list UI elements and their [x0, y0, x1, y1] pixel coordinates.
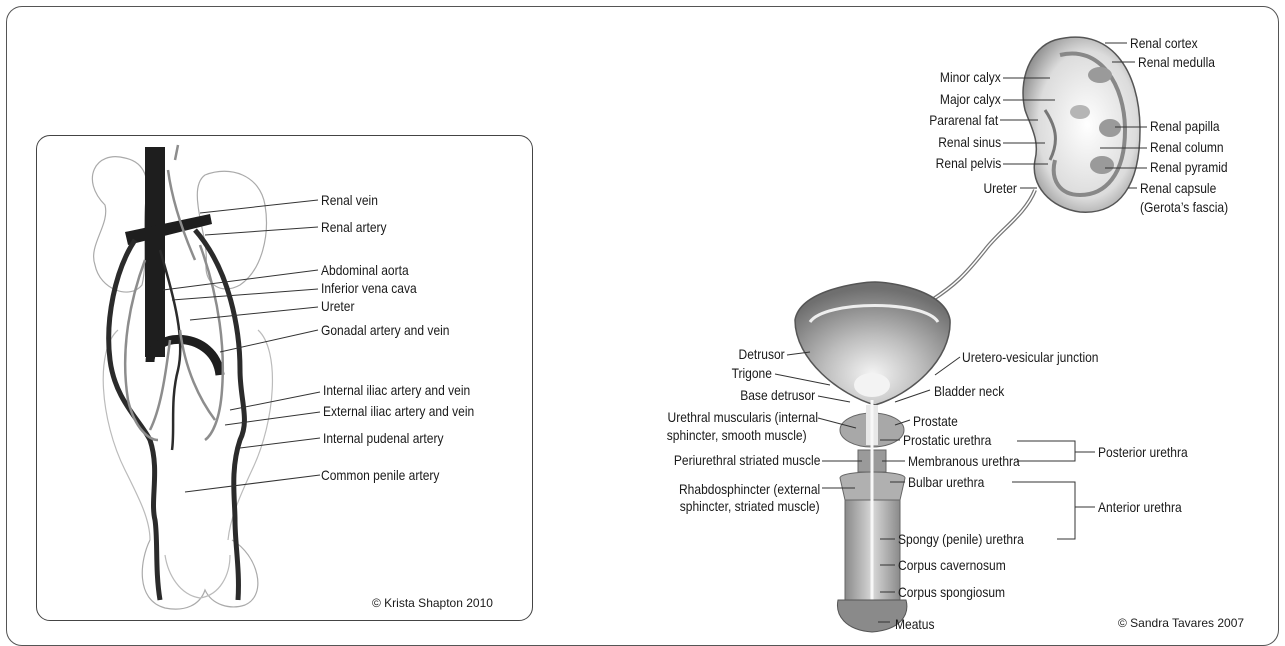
label-gonadal-artery-vein: Gonadal artery and vein	[321, 323, 450, 338]
label-internal-iliac: Internal iliac artery and vein	[323, 383, 470, 398]
label-posterior-urethra: Posterior urethra	[1098, 445, 1188, 460]
label-prostatic-urethra: Prostatic urethra	[903, 433, 991, 448]
label-bulbar-urethra: Bulbar urethra	[908, 475, 984, 490]
label-pararenal-fat: Pararenal fat	[929, 113, 998, 128]
label-renal-vein: Renal vein	[321, 193, 378, 208]
label-inferior-vena-cava: Inferior vena cava	[321, 281, 417, 296]
label-rhabdosphincter-2: sphincter, striated muscle)	[680, 499, 820, 514]
label-abdominal-aorta: Abdominal aorta	[321, 263, 409, 278]
label-rhabdosphincter-1: Rhabdosphincter (external	[679, 482, 820, 497]
label-renal-column: Renal column	[1150, 140, 1224, 155]
label-corpus-cavernosum: Corpus cavernosum	[898, 558, 1006, 573]
label-renal-cortex: Renal cortex	[1130, 36, 1198, 51]
label-meatus: Meatus	[895, 617, 934, 632]
label-periurethral-striated: Periurethral striated muscle	[673, 453, 820, 468]
label-minor-calyx: Minor calyx	[940, 70, 1001, 85]
left-leader-lines	[163, 200, 320, 492]
label-renal-papilla: Renal papilla	[1150, 119, 1220, 134]
label-renal-capsule: Renal capsule	[1140, 181, 1216, 196]
label-prostate: Prostate	[913, 414, 958, 429]
label-trigone: Trigone	[732, 366, 772, 381]
label-gerotas-fascia: (Gerota’s fascia)	[1140, 200, 1228, 215]
label-uretero-vesicular-junction: Uretero-vesicular junction	[962, 350, 1099, 365]
label-ureter-left: Ureter	[321, 299, 354, 314]
label-external-iliac: External iliac artery and vein	[323, 404, 474, 419]
label-anterior-urethra: Anterior urethra	[1098, 500, 1182, 515]
label-renal-artery: Renal artery	[321, 220, 387, 235]
label-renal-medulla: Renal medulla	[1138, 55, 1215, 70]
label-urethral-muscularis-1: Urethral muscularis (internal	[667, 410, 818, 425]
credit-krista-shapton: © Krista Shapton 2010	[372, 596, 493, 610]
label-renal-pyramid: Renal pyramid	[1150, 160, 1228, 175]
label-base-detrusor: Base detrusor	[740, 388, 815, 403]
label-detrusor: Detrusor	[739, 347, 785, 362]
label-urethral-muscularis-2: sphincter, smooth muscle)	[667, 428, 807, 443]
dark-vessels	[109, 230, 245, 600]
label-membranous-urethra: Membranous urethra	[908, 454, 1020, 469]
label-renal-sinus: Renal sinus	[938, 135, 1001, 150]
label-ureter-kidney: Ureter	[984, 181, 1017, 196]
credit-sandra-tavares: © Sandra Tavares 2007	[1118, 616, 1244, 630]
label-common-penile-artery: Common penile artery	[321, 468, 439, 483]
label-major-calyx: Major calyx	[940, 92, 1001, 107]
label-spongy-urethra: Spongy (penile) urethra	[898, 532, 1024, 547]
label-bladder-neck: Bladder neck	[934, 384, 1004, 399]
label-corpus-spongiosum: Corpus spongiosum	[898, 585, 1005, 600]
label-renal-pelvis: Renal pelvis	[935, 156, 1001, 171]
diagram-artwork	[0, 0, 1285, 633]
label-internal-pudendal: Internal pudenal artery	[323, 431, 443, 446]
